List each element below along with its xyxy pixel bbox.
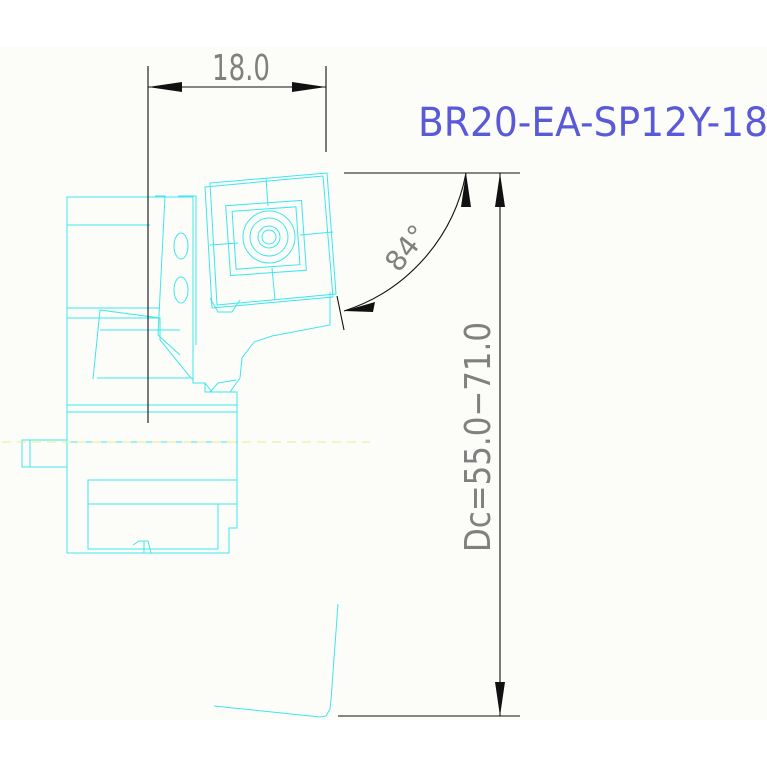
drawing-background <box>0 47 767 720</box>
diameter-dimension <box>338 173 520 717</box>
tool-body-outline <box>21 195 238 554</box>
cutting-edge-profile <box>213 603 339 718</box>
width-dimension-label: 18.0 <box>212 48 270 89</box>
angle-dimension <box>336 172 520 331</box>
width-dimension <box>147 66 327 423</box>
diameter-dimension-label: Dc=55.0−71.0 <box>458 322 499 552</box>
cutting-insert <box>204 172 337 309</box>
part-number-label: BR20-EA-SP12Y-18 <box>418 100 767 146</box>
